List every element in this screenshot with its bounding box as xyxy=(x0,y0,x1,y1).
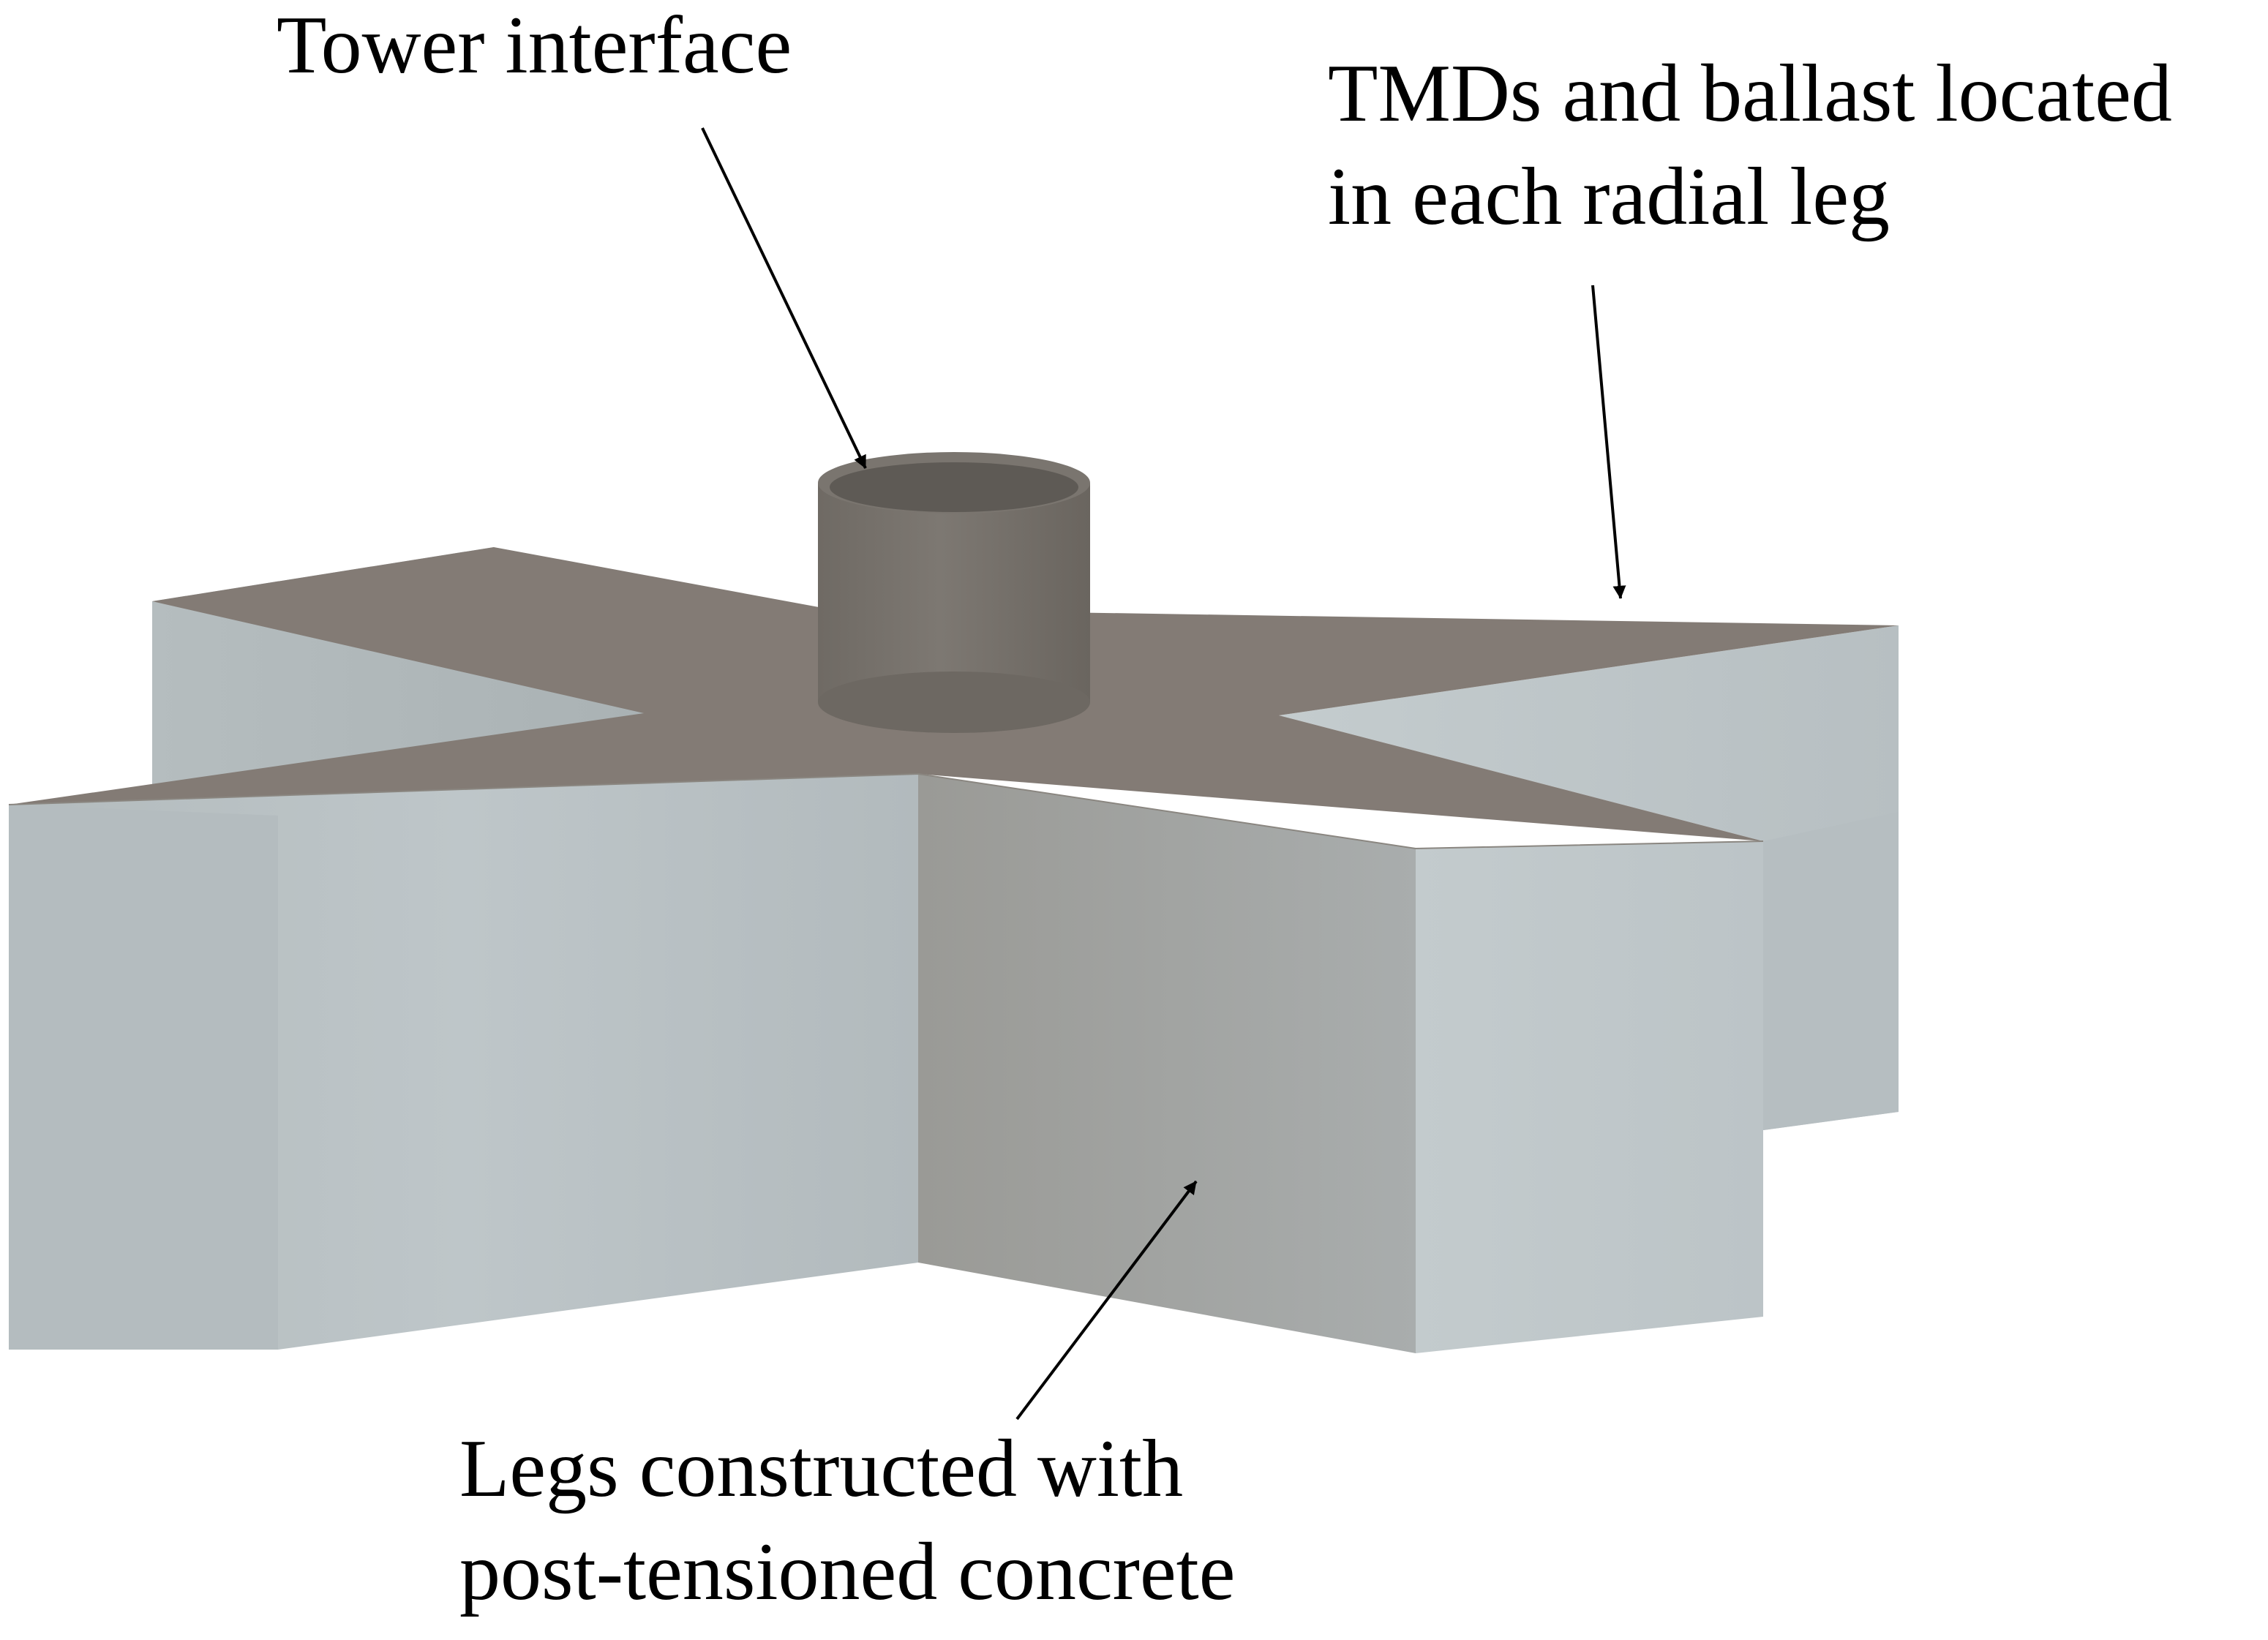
legs-construction-line-1: Legs constructed with xyxy=(459,1423,1184,1514)
tmds-ballast-line-1: TMDs and ballast located xyxy=(1328,48,2172,139)
front-right-leg-end-face xyxy=(1416,841,1763,1353)
tmds-ballast-arrow xyxy=(1591,285,1626,599)
legs-construction-label: Legs constructed with post-tensioned con… xyxy=(459,1418,1236,1624)
legs-construction-line-2: post-tensioned concrete xyxy=(459,1527,1236,1618)
legs-construction-arrow xyxy=(1015,1180,1198,1421)
tower-interface-cylinder xyxy=(818,452,1090,733)
front-right-leg-side-face xyxy=(918,774,1416,1353)
right-leg-side-face xyxy=(1279,625,1899,1130)
tmds-ballast-line-2: in each radial leg xyxy=(1328,151,1890,243)
front-left-leg-end-face xyxy=(9,805,278,1350)
top-edge-line xyxy=(8,772,1764,850)
tower-interface-line-1: Tower interface xyxy=(277,0,792,91)
tower-interface-label: Tower interface xyxy=(277,0,792,97)
tmds-ballast-label: TMDs and ballast located in each radial … xyxy=(1328,42,2172,249)
right-leg-end-face xyxy=(1763,812,1899,1130)
tower-interface-arrow xyxy=(701,127,867,469)
